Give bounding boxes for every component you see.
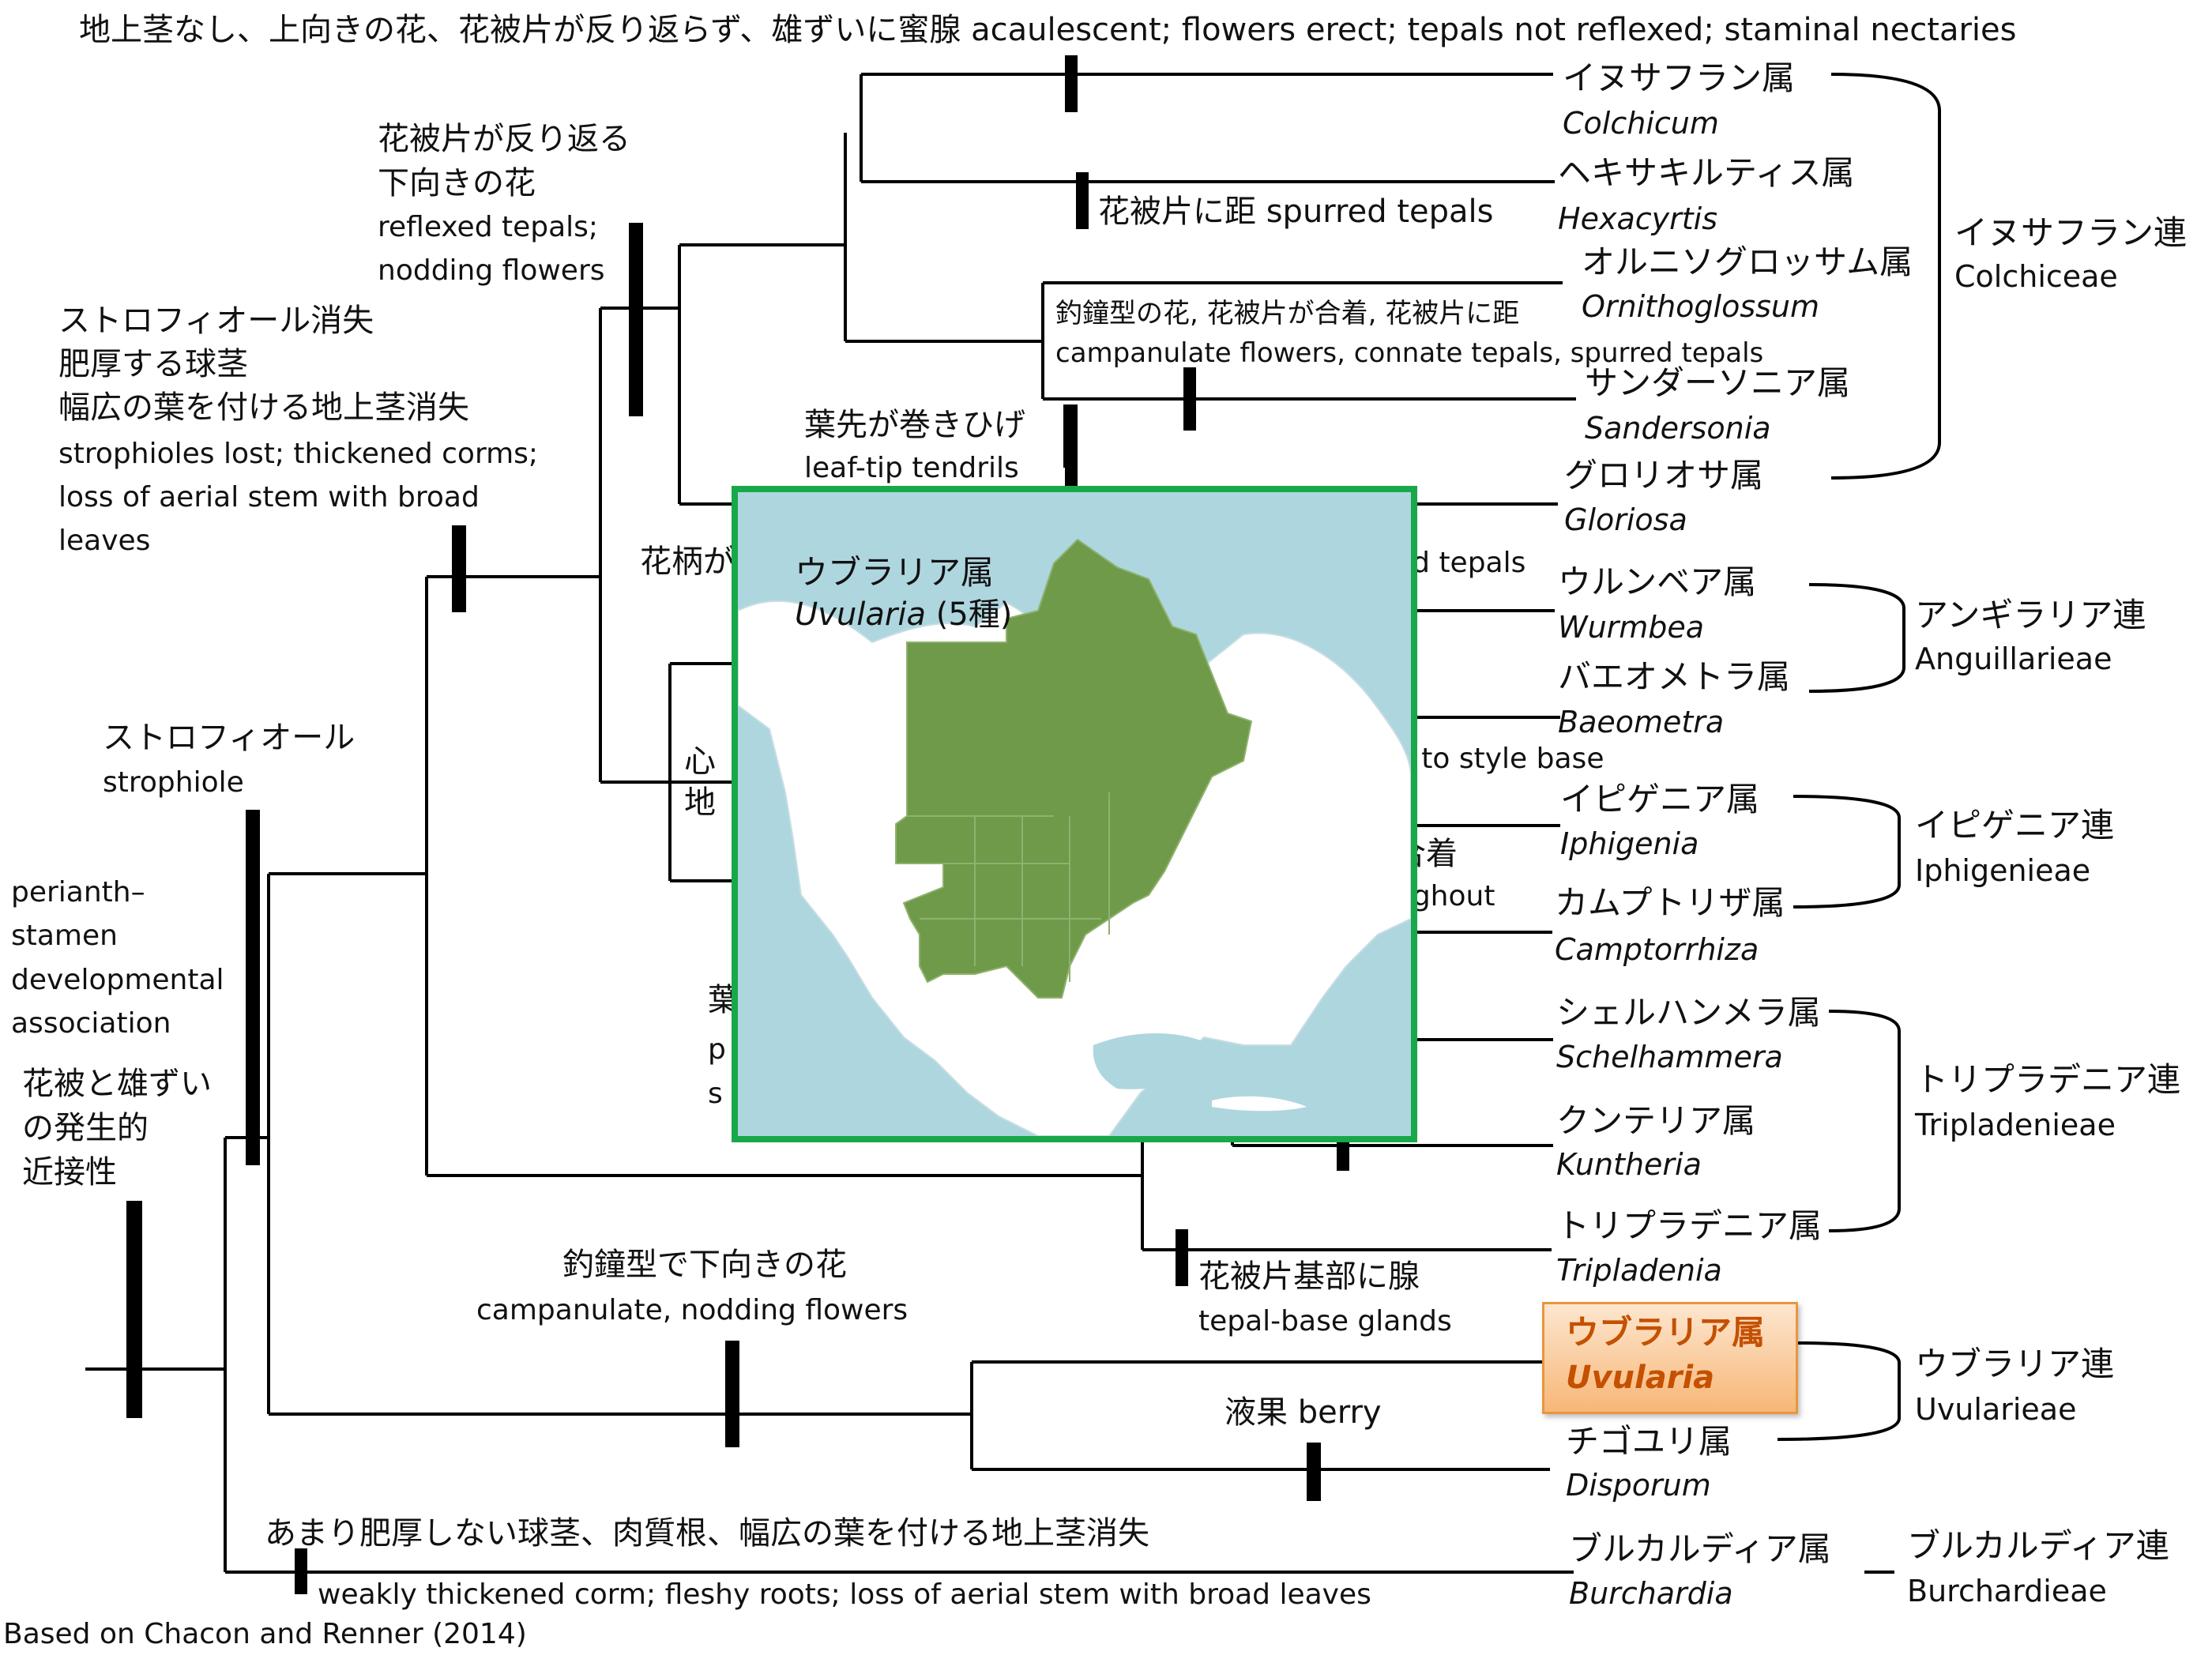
tribe-iphigenieae-jp: イピゲニア連 xyxy=(1915,806,2115,845)
strophiole-label-en: strophiole xyxy=(103,766,244,799)
genus-ornithoglossum-jp: オルニソグロッサム属 xyxy=(1582,243,1913,281)
tribe-colchiceae-jp: イヌサフラン連 xyxy=(1954,213,2188,252)
reflexed-label-en-2: nodding flowers xyxy=(378,254,605,287)
berry-label: 液果 berry xyxy=(1224,1394,1382,1431)
tribe-burchardieae-en: Burchardieae xyxy=(1907,1574,2107,1608)
genus-schelhammera-jp: シェルハンメラ属 xyxy=(1556,993,1821,1032)
map-title-jp: ウブラリア属 xyxy=(795,553,995,592)
genus-burchardia-en: Burchardia xyxy=(1569,1576,1733,1611)
campanulate-label-jp: 釣鐘型の花, 花被片が合着, 花被片に距 xyxy=(1055,298,1520,329)
tribe-uvularieae-en: Uvularieae xyxy=(1915,1392,2077,1427)
genus-sandersonia-en: Sandersonia xyxy=(1585,411,1771,446)
tepal-base-label-en: tepal-base glands xyxy=(1198,1305,1452,1337)
genus-wurmbea-jp: ウルンベア属 xyxy=(1558,562,1757,601)
genus-burchardia-jp: ブルカルディア属 xyxy=(1569,1529,1831,1568)
genus-sandersonia-jp: サンダーソニア属 xyxy=(1585,363,1851,402)
genus-kuntheria-jp: クンテリア属 xyxy=(1556,1101,1756,1140)
tribe-iphigenieae-en: Iphigenieae xyxy=(1915,853,2091,888)
genus-camptorrhiza-jp: カムプトリザ属 xyxy=(1555,883,1785,922)
genus-gloriosa-jp: グロリオサ属 xyxy=(1564,456,1764,495)
perianth-label-en-3: developmental xyxy=(11,964,224,996)
genus-uvularia-en: Uvularia xyxy=(1566,1360,1715,1396)
strophioles-label-jp-3: 幅広の葉を付ける地上茎消失 xyxy=(58,389,469,426)
reflexed-label-jp-2: 下向きの花 xyxy=(378,165,536,201)
tendrils-label-en: leaf-tip tendrils xyxy=(804,452,1019,484)
spurred-tepals-label: 花被片に距 spurred tepals xyxy=(1098,194,1494,230)
pedicel-label-partial: 花柄が xyxy=(640,544,735,580)
genus-hexacyrtis-jp: ヘキサキルティス属 xyxy=(1558,153,1855,192)
tribe-anguillarieae-en: Anguillarieae xyxy=(1915,641,2112,676)
genus-gloriosa-en: Gloriosa xyxy=(1564,502,1687,537)
map-title-count: (5種) xyxy=(926,596,1013,633)
map-title-genus: Uvularia xyxy=(795,596,926,633)
strophiole-label-jp: ストロフィオール xyxy=(103,720,356,756)
distribution-map: ウブラリア属 Uvularia (5種) xyxy=(732,486,1417,1142)
genus-uvularia-jp: ウブラリア属 xyxy=(1566,1313,1766,1352)
genus-colchicum-jp: イヌサフラン属 xyxy=(1563,58,1796,97)
genus-ornithoglossum-en: Ornithoglossum xyxy=(1582,289,1820,324)
ground-label-partial: 地 xyxy=(684,784,716,821)
s-label-partial: s xyxy=(708,1078,723,1110)
top-character-label: 地上茎なし、上向きの花、花被片が反り返らず、雄ずいに蜜腺 acaulescent… xyxy=(79,12,2017,48)
weak-corm-label-en: weakly thickened corm; fleshy roots; los… xyxy=(318,1578,1371,1611)
genus-camptorrhiza-en: Camptorrhiza xyxy=(1555,932,1759,967)
reflexed-label-jp-1: 花被片が反り返る xyxy=(378,121,630,157)
style-base-label-partial: d to style base xyxy=(1394,743,1604,775)
tribe-colchiceae-en: Colchiceae xyxy=(1954,259,2118,294)
tepal-base-label-jp: 花被片基部に腺 xyxy=(1198,1258,1420,1295)
map-graphic xyxy=(738,524,1411,1136)
heart-label-partial: 心 xyxy=(684,743,716,780)
tribe-burchardieae-jp: ブルカルディア連 xyxy=(1907,1526,2169,1565)
genus-hexacyrtis-en: Hexacyrtis xyxy=(1558,201,1717,236)
perianth-label-en-1: perianth– xyxy=(11,876,145,908)
genus-tripladenia-en: Tripladenia xyxy=(1556,1253,1722,1288)
strophioles-label-en-3: leaves xyxy=(58,525,151,557)
genus-baeometra-en: Baeometra xyxy=(1558,705,1725,739)
genus-iphigenia-jp: イピゲニア属 xyxy=(1560,780,1760,818)
tribe-uvularieae-jp: ウブラリア連 xyxy=(1915,1345,2115,1383)
tribe-anguillarieae-jp: アンギラリア連 xyxy=(1915,596,2146,634)
perianth-label-jp-1: 花被と雄ずい xyxy=(22,1066,212,1102)
reflexed-label-en-1: reflexed tepals; xyxy=(378,211,599,243)
genus-baeometra-jp: バエオメトラ属 xyxy=(1558,657,1791,696)
genus-wurmbea-en: Wurmbea xyxy=(1558,610,1705,645)
strophioles-label-jp-2: 肥厚する球茎 xyxy=(58,346,248,382)
tendrils-label-jp: 葉先が巻きひげ xyxy=(804,407,1025,443)
campanulate-label-en: campanulate flowers, connate tepals, spu… xyxy=(1055,337,1764,369)
tribe-tripladenieae-en: Tripladenieae xyxy=(1915,1108,2116,1142)
strophioles-label-en-2: loss of aerial stem with broad xyxy=(58,481,480,514)
map-title-en: Uvularia (5種) xyxy=(795,589,1012,634)
genus-schelhammera-en: Schelhammera xyxy=(1556,1040,1783,1074)
uvularia-highlight-box xyxy=(1542,1302,1798,1414)
p-label-partial: p xyxy=(708,1033,726,1066)
tribe-tripladenieae-jp: トリプラデニア連 xyxy=(1915,1060,2181,1099)
campanulate-nodding-label-en: campanulate, nodding flowers xyxy=(476,1294,908,1326)
perianth-label-jp-2: の発生的 xyxy=(22,1110,149,1146)
perianth-label-en-4: association xyxy=(11,1007,171,1040)
perianth-label-en-2: stamen xyxy=(11,920,118,952)
weak-corm-label-jp: あまり肥厚しない球茎、肉質根、幅広の葉を付ける地上茎消失 xyxy=(265,1515,1149,1552)
genus-colchicum-en: Colchicum xyxy=(1563,106,1719,141)
perianth-label-jp-3: 近接性 xyxy=(22,1154,117,1191)
genus-disporum-jp: チゴユリ属 xyxy=(1566,1422,1732,1461)
source-citation: Based on Chacon and Renner (2014) xyxy=(3,1618,527,1650)
genus-tripladenia-jp: トリプラデニア属 xyxy=(1556,1206,1823,1245)
genus-iphigenia-en: Iphigenia xyxy=(1560,826,1699,861)
strophioles-label-jp-1: ストロフィオール消失 xyxy=(58,303,374,339)
strophioles-label-en-1: strophioles lost; thickened corms; xyxy=(58,438,539,470)
campanulate-nodding-label-jp: 釣鐘型で下向きの花 xyxy=(562,1247,847,1283)
genus-kuntheria-en: Kuntheria xyxy=(1556,1147,1702,1182)
genus-disporum-en: Disporum xyxy=(1566,1468,1711,1503)
